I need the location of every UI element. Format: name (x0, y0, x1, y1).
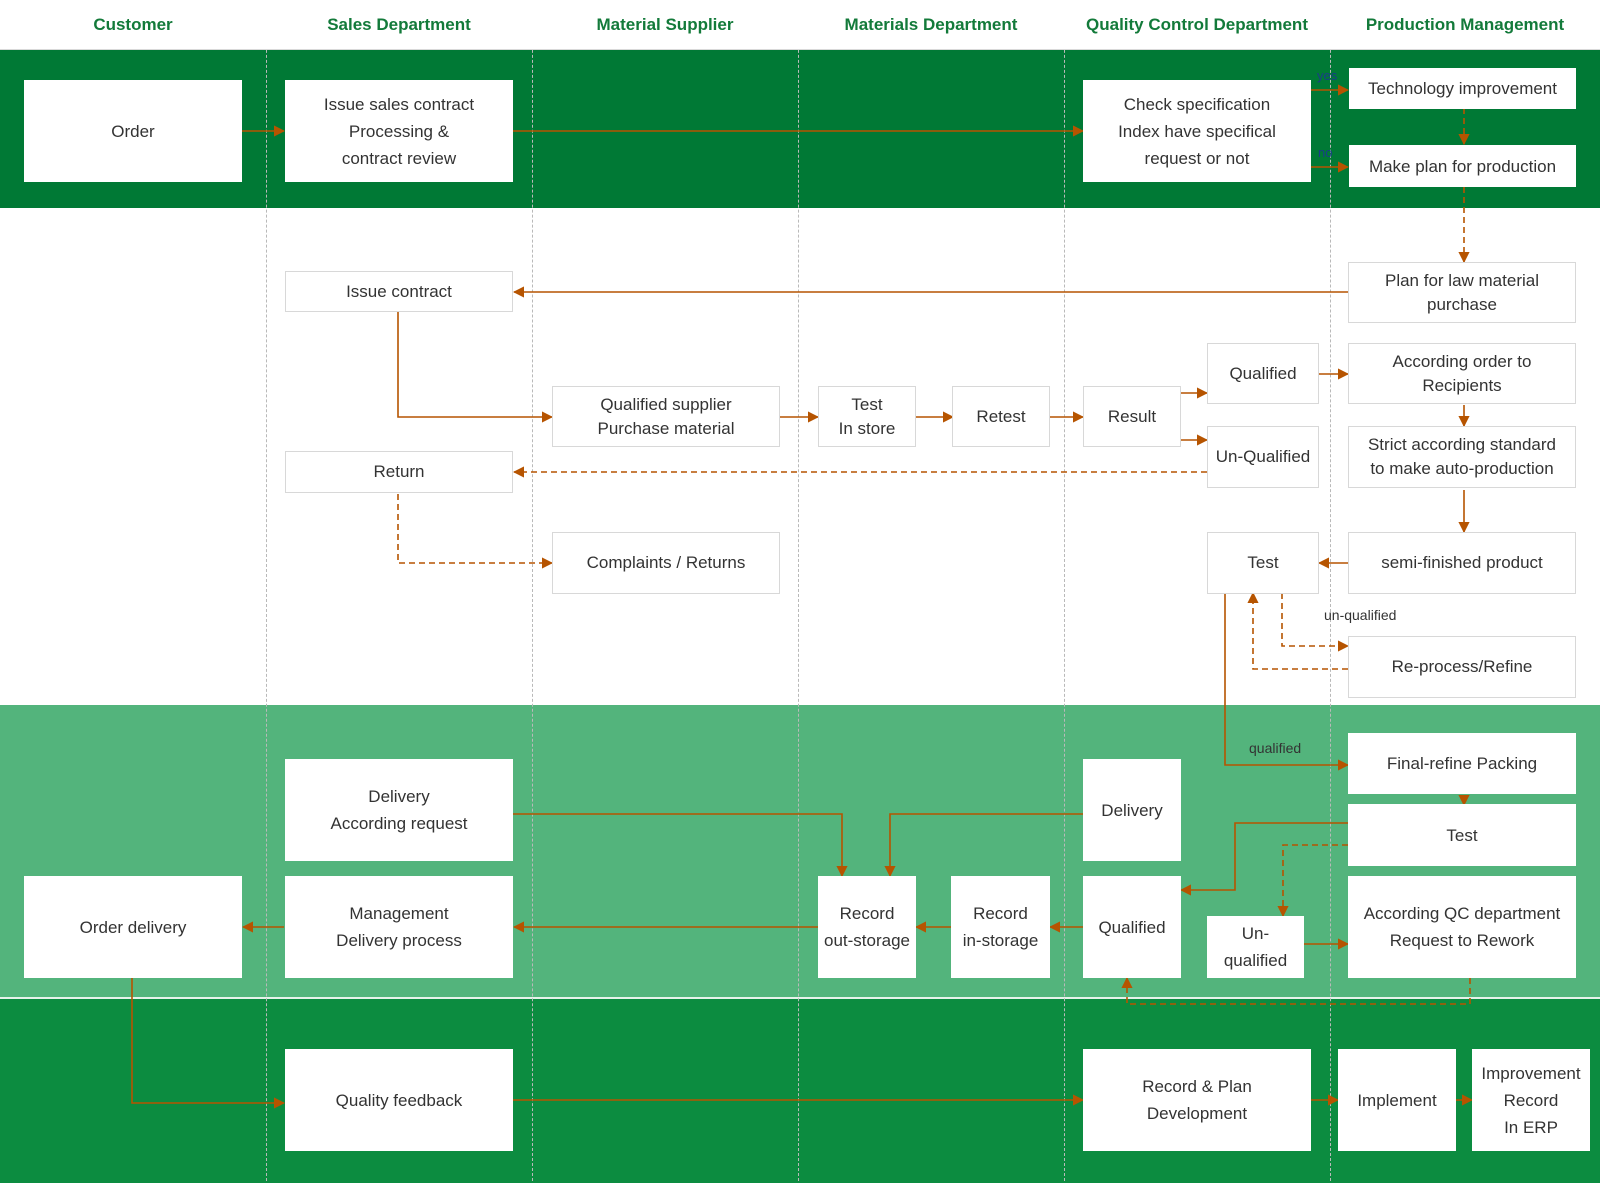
node-order: Order (24, 80, 242, 182)
node-qualified-supplier: Qualified supplier Purchase material (552, 386, 780, 447)
node-make-plan: Make plan for production (1349, 145, 1576, 187)
arrow-test-to-qualified (1179, 822, 1348, 896)
node-semi-finished: semi-finished product (1348, 532, 1576, 594)
node-result: Result (1083, 386, 1181, 447)
arrow-test-to-unqualified (1277, 844, 1348, 918)
node-strict-standard: Strict according standard to make auto-p… (1348, 426, 1576, 488)
node-retest: Retest (952, 386, 1050, 447)
node-record-out-storage: Record out-storage (818, 876, 916, 978)
node-qualified-check: Qualified (1207, 343, 1319, 404)
node-record-in-storage: Record in-storage (951, 876, 1050, 978)
lane-divider (798, 0, 799, 1181)
column-header-qc: Quality Control Department (1086, 15, 1308, 34)
node-reprocess: Re-process/Refine (1348, 636, 1576, 698)
node-issue-sales-contract: Issue sales contract Processing & contra… (285, 80, 513, 182)
node-plan-raw-material: Plan for law material purchase (1348, 262, 1576, 323)
node-implement: Implement (1338, 1049, 1456, 1151)
arrow-return-to-complaints (397, 494, 554, 569)
column-header-row: Customer Sales Department Material Suppl… (0, 0, 1600, 50)
node-final-packing: Final-refine Packing (1348, 733, 1576, 794)
node-technology-improvement: Technology improvement (1349, 68, 1576, 109)
node-delivery-qc: Delivery (1083, 759, 1181, 861)
node-complaints-returns: Complaints / Returns (552, 532, 780, 594)
node-test-final: Test (1348, 804, 1576, 866)
edge-label-unqualified: un-qualified (1324, 607, 1397, 623)
lane-divider (1330, 0, 1331, 1181)
column-header-sales: Sales Department (327, 15, 471, 34)
arrow-issue-to-supplier (397, 312, 554, 423)
node-test-semi: Test (1207, 532, 1319, 594)
edge-label-qualified: qualified (1249, 740, 1302, 756)
column-header-customer: Customer (93, 15, 173, 34)
arrow-order-delivery-to-feedback (131, 978, 286, 1109)
node-unqualified-check: Un-Qualified (1207, 426, 1319, 488)
node-test-in-store: Test In store (818, 386, 916, 447)
node-delivery-request: Delivery According request (285, 759, 513, 861)
arrow-qc-delivery-to-record-out (884, 813, 1083, 878)
edge-label-yes: yes (1317, 68, 1338, 83)
node-return: Return (285, 451, 513, 493)
node-check-specification: Check specification Index have specifica… (1083, 80, 1311, 182)
arrow-delivery-to-record-out (513, 813, 848, 878)
lane-divider (532, 0, 533, 1181)
node-management-delivery: Management Delivery process (285, 876, 513, 978)
node-record-plan: Record & Plan Development (1083, 1049, 1311, 1151)
lane-divider (1064, 0, 1065, 1181)
column-header-production: Production Management (1365, 15, 1565, 34)
arrow-test-to-reprocess (1281, 593, 1350, 652)
column-header-materials: Materials Department (844, 15, 1018, 34)
arrow-reprocess-to-test (1247, 591, 1348, 670)
edge-label-no: no (1318, 145, 1333, 160)
node-quality-feedback: Quality feedback (285, 1049, 513, 1151)
node-order-delivery: Order delivery (24, 876, 242, 978)
node-qualified-final: Qualified (1083, 876, 1181, 978)
node-improvement-record: Improvement Record In ERP (1472, 1049, 1590, 1151)
node-unqualified-final: Un- qualified (1207, 916, 1304, 978)
arrow-rework-to-qualified (1121, 976, 1471, 1005)
lane-divider (266, 0, 267, 1181)
node-rework: According QC department Request to Rewor… (1348, 876, 1576, 978)
node-according-order: According order to Recipients (1348, 343, 1576, 404)
arrow-test-to-packing (1224, 593, 1350, 771)
node-issue-contract: Issue contract (285, 271, 513, 312)
column-header-supplier: Material Supplier (596, 15, 734, 34)
